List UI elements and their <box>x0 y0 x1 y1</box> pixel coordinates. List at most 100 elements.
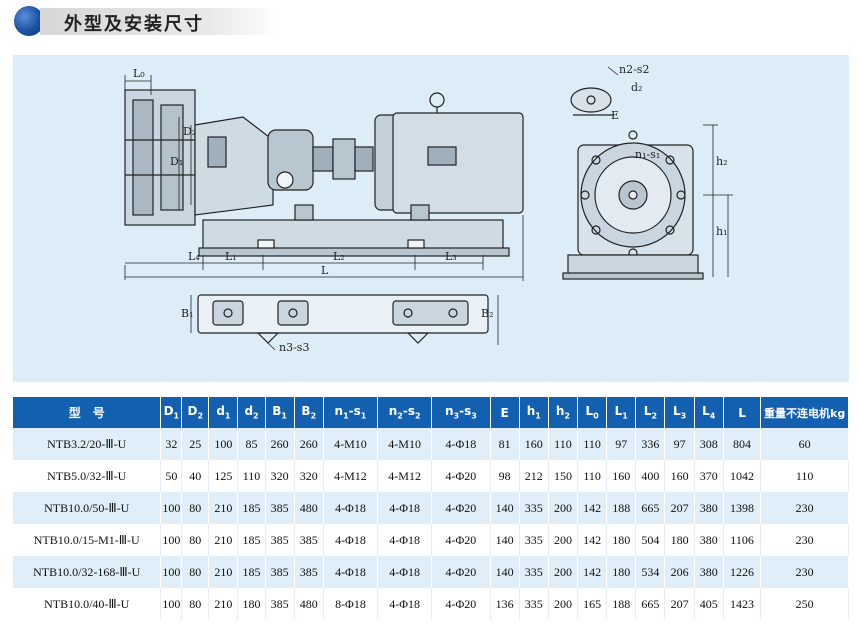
table-cell: 100 <box>160 492 183 524</box>
col-header: n1-s1 <box>323 397 379 428</box>
table-cell: 140 <box>490 556 520 588</box>
table-cell: 1042 <box>723 460 762 492</box>
table-cell: 142 <box>577 556 608 588</box>
table-cell: 80 <box>181 556 210 588</box>
table-cell: 504 <box>635 524 666 556</box>
table-cell: 385 <box>265 492 295 524</box>
table-cell: 100 <box>208 428 239 460</box>
col-header: E <box>490 397 520 428</box>
table-cell: 80 <box>181 588 210 620</box>
col-header: n2-s2 <box>377 397 433 428</box>
table-cell: 200 <box>548 556 579 588</box>
table-cell: 4-M10 <box>377 428 433 460</box>
table-cell: 210 <box>208 524 239 556</box>
model-cell: NTB10.0/32-168-Ⅲ-U <box>13 556 162 588</box>
table-cell: 180 <box>606 524 637 556</box>
table-cell: 405 <box>694 588 724 620</box>
section-header: 外型及安装尺寸 <box>0 0 860 44</box>
label-l: L <box>321 264 329 277</box>
col-header: D1 <box>160 397 183 428</box>
col-header: h2 <box>548 397 579 428</box>
label-b2: B₂ <box>481 307 494 320</box>
table-cell: 200 <box>548 524 579 556</box>
table-cell: 4-Φ18 <box>431 428 491 460</box>
col-header: 重量不连电机kg <box>760 397 849 428</box>
table-cell: 81 <box>490 428 520 460</box>
table-cell: 370 <box>694 460 724 492</box>
section-title: 外型及安装尺寸 <box>64 14 204 35</box>
table-cell: 160 <box>606 460 637 492</box>
table-cell: 4-Φ18 <box>377 524 433 556</box>
table-cell: 320 <box>294 460 324 492</box>
table-cell: 480 <box>294 492 324 524</box>
table-cell: 320 <box>265 460 295 492</box>
end-view: n2-s2 d₂ E n₁-s₁ h₂ h₁ <box>562 63 733 280</box>
table-cell: 80 <box>181 524 210 556</box>
table-cell: 385 <box>294 524 324 556</box>
table-cell: 207 <box>664 492 695 524</box>
table-cell: 60 <box>760 428 849 460</box>
table-cell: 40 <box>181 460 210 492</box>
table-cell: 335 <box>519 492 549 524</box>
col-header: n3-s3 <box>431 397 491 428</box>
table-cell: 385 <box>265 556 295 588</box>
label-h2: h₂ <box>716 155 728 168</box>
table-cell: 380 <box>694 524 724 556</box>
label-l1: L₁ <box>225 250 237 263</box>
col-header: d1 <box>208 397 239 428</box>
table-cell: 210 <box>208 492 239 524</box>
table-cell: 1226 <box>723 556 762 588</box>
col-header: L2 <box>635 397 666 428</box>
table-cell: 4-Φ18 <box>323 524 379 556</box>
base-plan-view: B₁ B₂ n3-s3 <box>181 294 499 354</box>
label-b1: B₁ <box>181 307 194 320</box>
header-bar <box>40 8 280 35</box>
table-cell: 400 <box>635 460 666 492</box>
table-cell: 98 <box>490 460 520 492</box>
spec-table: 型 号 D1 D2 d1 d2 B1 B2 n1-s1 n2-s2 n3-s3 … <box>13 397 849 620</box>
label-d2: D₂ <box>183 125 196 138</box>
side-view: L₀ D₁ D₂ L₄ L₁ L₂ L₃ L <box>124 67 524 281</box>
table-cell: 185 <box>237 492 266 524</box>
table-cell: 110 <box>577 460 608 492</box>
label-d1: D₁ <box>170 155 183 168</box>
table-cell: 165 <box>577 588 608 620</box>
table-cell: 534 <box>635 556 666 588</box>
col-header: D2 <box>181 397 210 428</box>
table-cell: 260 <box>294 428 324 460</box>
table-header-row: 型 号 D1 D2 d1 d2 B1 B2 n1-s1 n2-s2 n3-s3 … <box>13 397 849 428</box>
table-cell: 665 <box>635 492 666 524</box>
table-cell: 250 <box>760 588 849 620</box>
table-cell: 385 <box>265 524 295 556</box>
table-cell: 308 <box>694 428 724 460</box>
table-cell: 180 <box>606 556 637 588</box>
table-cell: 230 <box>760 556 849 588</box>
table-cell: 804 <box>723 428 762 460</box>
table-cell: 25 <box>181 428 210 460</box>
label-l2: L₂ <box>333 250 345 263</box>
col-header: L3 <box>664 397 695 428</box>
table-cell: 180 <box>664 524 695 556</box>
table-cell: 4-M12 <box>377 460 433 492</box>
table-cell: 97 <box>606 428 637 460</box>
table-cell: 4-Φ20 <box>431 492 491 524</box>
label-d2-end: d₂ <box>631 81 642 94</box>
table-cell: 230 <box>760 492 849 524</box>
table-cell: 336 <box>635 428 666 460</box>
table-cell: 260 <box>265 428 295 460</box>
table-cell: 1423 <box>723 588 762 620</box>
table-cell: 100 <box>160 556 183 588</box>
table-cell: 4-M10 <box>323 428 379 460</box>
table-cell: 4-Φ18 <box>377 492 433 524</box>
table-cell: 85 <box>237 428 266 460</box>
label-l3: L₃ <box>445 250 457 263</box>
table-cell: 385 <box>294 556 324 588</box>
table-cell: 1398 <box>723 492 762 524</box>
col-header: h1 <box>519 397 549 428</box>
table-cell: 335 <box>519 588 549 620</box>
table-cell: 480 <box>294 588 324 620</box>
table-cell: 665 <box>635 588 666 620</box>
